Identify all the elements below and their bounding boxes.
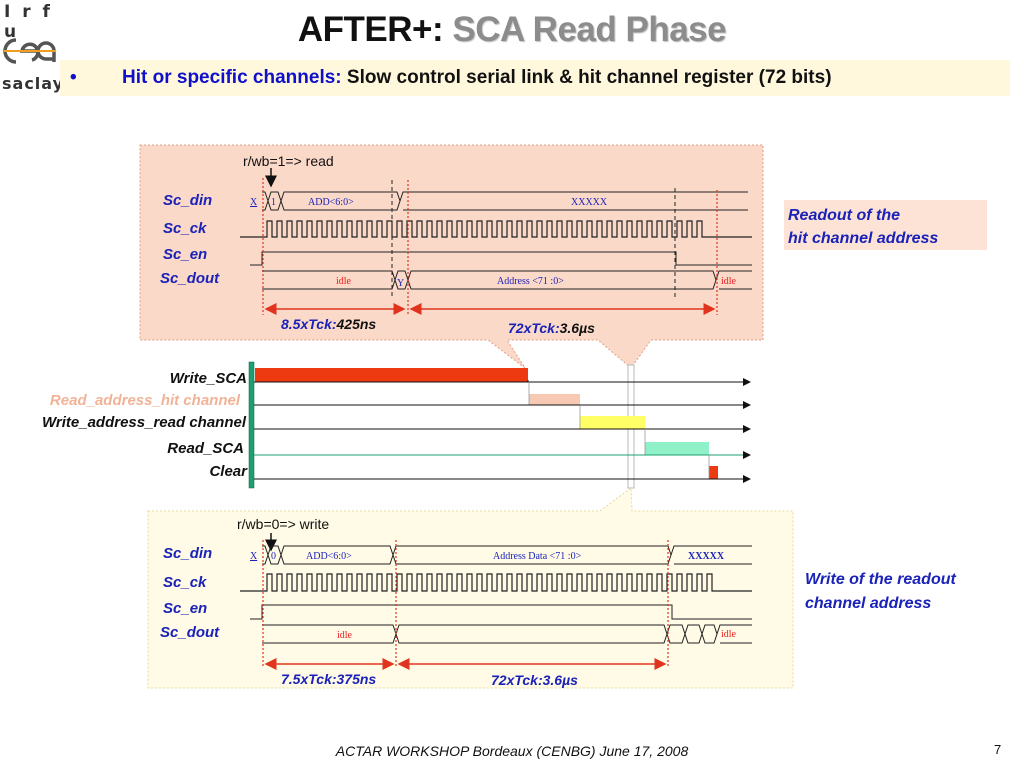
read-din-bus (262, 191, 748, 211)
irfu-cea-saclay-logo: I r f u saclay (0, 0, 63, 100)
read-din-x: X (250, 197, 258, 208)
read-address-pulse (529, 394, 580, 405)
row-clear-label: Clear (209, 463, 248, 480)
read-dout-y: Y (397, 278, 404, 289)
write-address-pulse (580, 416, 645, 429)
read-dout-address: Address <71 :0> (497, 276, 564, 287)
read-timing-2: 72xTck:3.6µs (508, 320, 595, 336)
read-timing-1: 8.5xTck:425ns (281, 316, 376, 332)
read-dout-idle-2: idle (721, 276, 737, 287)
write-signal-sc-en: Sc_en (163, 600, 207, 617)
read-mode-label: r/wb=1=> read (243, 153, 334, 169)
write-en-waveform (250, 604, 752, 620)
read-note-line2: hit channel address (788, 230, 938, 247)
read-din-xxxxx: XXXXX (571, 197, 608, 208)
row-write-address-label: Write_address_read channel (42, 414, 247, 431)
write-signal-sc-dout: Sc_dout (160, 624, 220, 641)
read-note-box (784, 200, 987, 250)
read-clock-waveform (240, 220, 752, 238)
write-dout-idle-1: idle (337, 630, 353, 641)
read-note-line1: Readout of the (788, 207, 900, 224)
write-din-xxxxx: XXXXX (688, 551, 725, 562)
subtitle-line: Hit or specific channels: Slow control s… (122, 67, 832, 89)
read-din-1: 1 (271, 197, 276, 208)
read-panel (139, 144, 764, 369)
title-prefix: AFTER+: (297, 10, 444, 49)
page-number: 7 (994, 742, 1002, 757)
clear-pulse (709, 466, 718, 479)
read-en-waveform (250, 251, 752, 266)
write-clock-waveform (240, 573, 752, 592)
read-din-add: ADD<6:0> (308, 197, 354, 208)
subtitle-bar: • Hit or specific channels: Slow control… (60, 60, 1010, 96)
read-signal-sc-dout: Sc_dout (160, 270, 220, 287)
read-signal-sc-ck: Sc_ck (163, 220, 207, 237)
logo-saclay-text: saclay (2, 74, 65, 93)
write-din-add: ADD<6:0> (306, 551, 352, 562)
write-signal-sc-ck: Sc_ck (163, 574, 207, 591)
write-dout-idle-2: idle (721, 629, 737, 640)
read-sca-pulse (645, 442, 709, 455)
logo-irfu-text: I r f u (4, 2, 53, 42)
write-panel (147, 487, 794, 689)
write-mode-label: r/wb=0=> write (237, 516, 329, 532)
write-din-address-data: Address Data <71 :0> (493, 551, 582, 562)
write-note-line1: Write of the readout (805, 571, 956, 588)
read-signal-sc-din: Sc_din (163, 192, 212, 209)
row-read-sca-label: Read_SCA (167, 440, 244, 457)
subtitle-rest: Slow control serial link & hit channel r… (346, 67, 832, 88)
read-signal-sc-en: Sc_en (163, 246, 207, 263)
row-write-sca-label: Write_SCA (170, 370, 247, 387)
read-dout-bus (262, 270, 752, 290)
logo-cea-icon (3, 38, 56, 64)
write-sca-pulse (255, 368, 528, 382)
footer-text: ACTAR WORKSHOP Bordeaux (CENBG) June 17,… (335, 743, 689, 759)
subtitle-highlight: Hit or specific channels: (122, 67, 342, 88)
row-read-address-label: Read_address_hit channel (50, 392, 241, 409)
read-dout-idle-1: idle (336, 276, 352, 287)
page-title: AFTER+: SCA Read Phase (0, 10, 1024, 50)
write-note-line2: channel address (805, 595, 931, 612)
write-din-x: X (250, 551, 258, 562)
write-timing-1: 7.5xTck:375ns (281, 671, 376, 687)
sequence-green-bar (248, 361, 255, 489)
title-main: SCA Read Phase (452, 10, 727, 49)
write-signal-sc-din: Sc_din (163, 545, 212, 562)
subtitle-bullet: • (70, 67, 77, 88)
write-timing-2: 72xTck:3.6µs (491, 672, 578, 688)
write-din-0: 0 (271, 551, 276, 562)
